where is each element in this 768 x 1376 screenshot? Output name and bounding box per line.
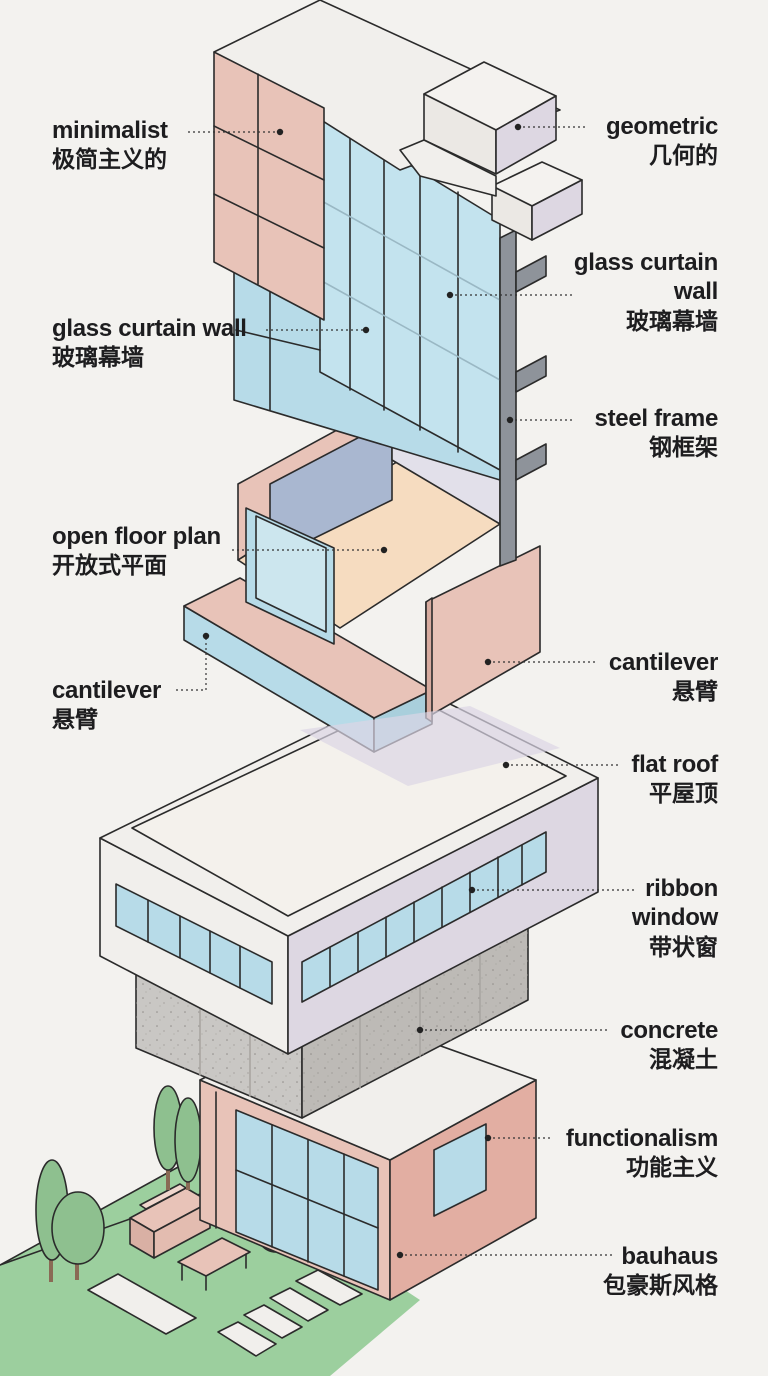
label-en: glass curtain wall [52,315,247,342]
label-en: geometric [605,113,718,140]
label-zh: 极简主义的 [52,146,167,173]
label-zh: 几何的 [649,142,718,169]
label-en: functionalism [565,1125,718,1152]
label-en: open floor plan [52,523,221,550]
flat-roof-volume [99,684,599,1055]
label-en: cantilever [608,649,718,676]
label-zh: 玻璃幕墙 [626,307,718,334]
label-zh: 带状窗 [649,933,718,960]
label-glass-curtain-wall-right: glass curtain wall 玻璃幕墙 [538,248,718,335]
label-zh: 混凝土 [649,1046,718,1073]
label-ribbon-window: ribbon window 带状窗 [608,874,718,961]
label-zh: 钢框架 [649,434,718,461]
label-open-floor-plan: open floor plan 开放式平面 [52,522,221,579]
cantilever-floor [183,399,560,786]
label-zh: 悬臂 [672,678,718,705]
label-en: concrete [620,1017,718,1044]
label-flat-roof: flat roof 平屋顶 [631,750,718,807]
label-geometric: geometric 几何的 [606,112,718,169]
label-minimalist: minimalist 极简主义的 [52,116,168,173]
label-steel-frame: steel frame 钢框架 [594,404,719,461]
label-en: ribbon window [631,875,718,932]
label-en: cantilever [52,677,162,704]
glass-tower [213,0,583,567]
label-functionalism: functionalism 功能主义 [566,1124,718,1181]
label-en: glass curtain wall [573,249,718,306]
label-zh: 包豪斯风格 [603,1272,718,1299]
label-zh: 开放式平面 [52,552,167,579]
label-concrete: concrete 混凝土 [620,1016,718,1073]
label-en: bauhaus [621,1243,718,1270]
label-en: steel frame [594,405,719,432]
label-zh: 玻璃幕墙 [52,344,144,371]
label-zh: 功能主义 [626,1154,718,1181]
label-cantilever-right: cantilever 悬臂 [609,648,718,705]
leader-lines [176,126,634,1256]
label-cantilever-left: cantilever 悬臂 [52,676,161,733]
label-zh: 平屋顶 [649,780,718,807]
label-en: minimalist [52,117,168,144]
label-en: flat roof [631,751,718,778]
label-bauhaus: bauhaus 包豪斯风格 [603,1242,718,1299]
label-zh: 悬臂 [52,706,98,733]
concrete-core [135,909,529,1119]
leader-dots [202,123,522,1259]
label-glass-curtain-wall-left: glass curtain wall 玻璃幕墙 [52,314,247,371]
